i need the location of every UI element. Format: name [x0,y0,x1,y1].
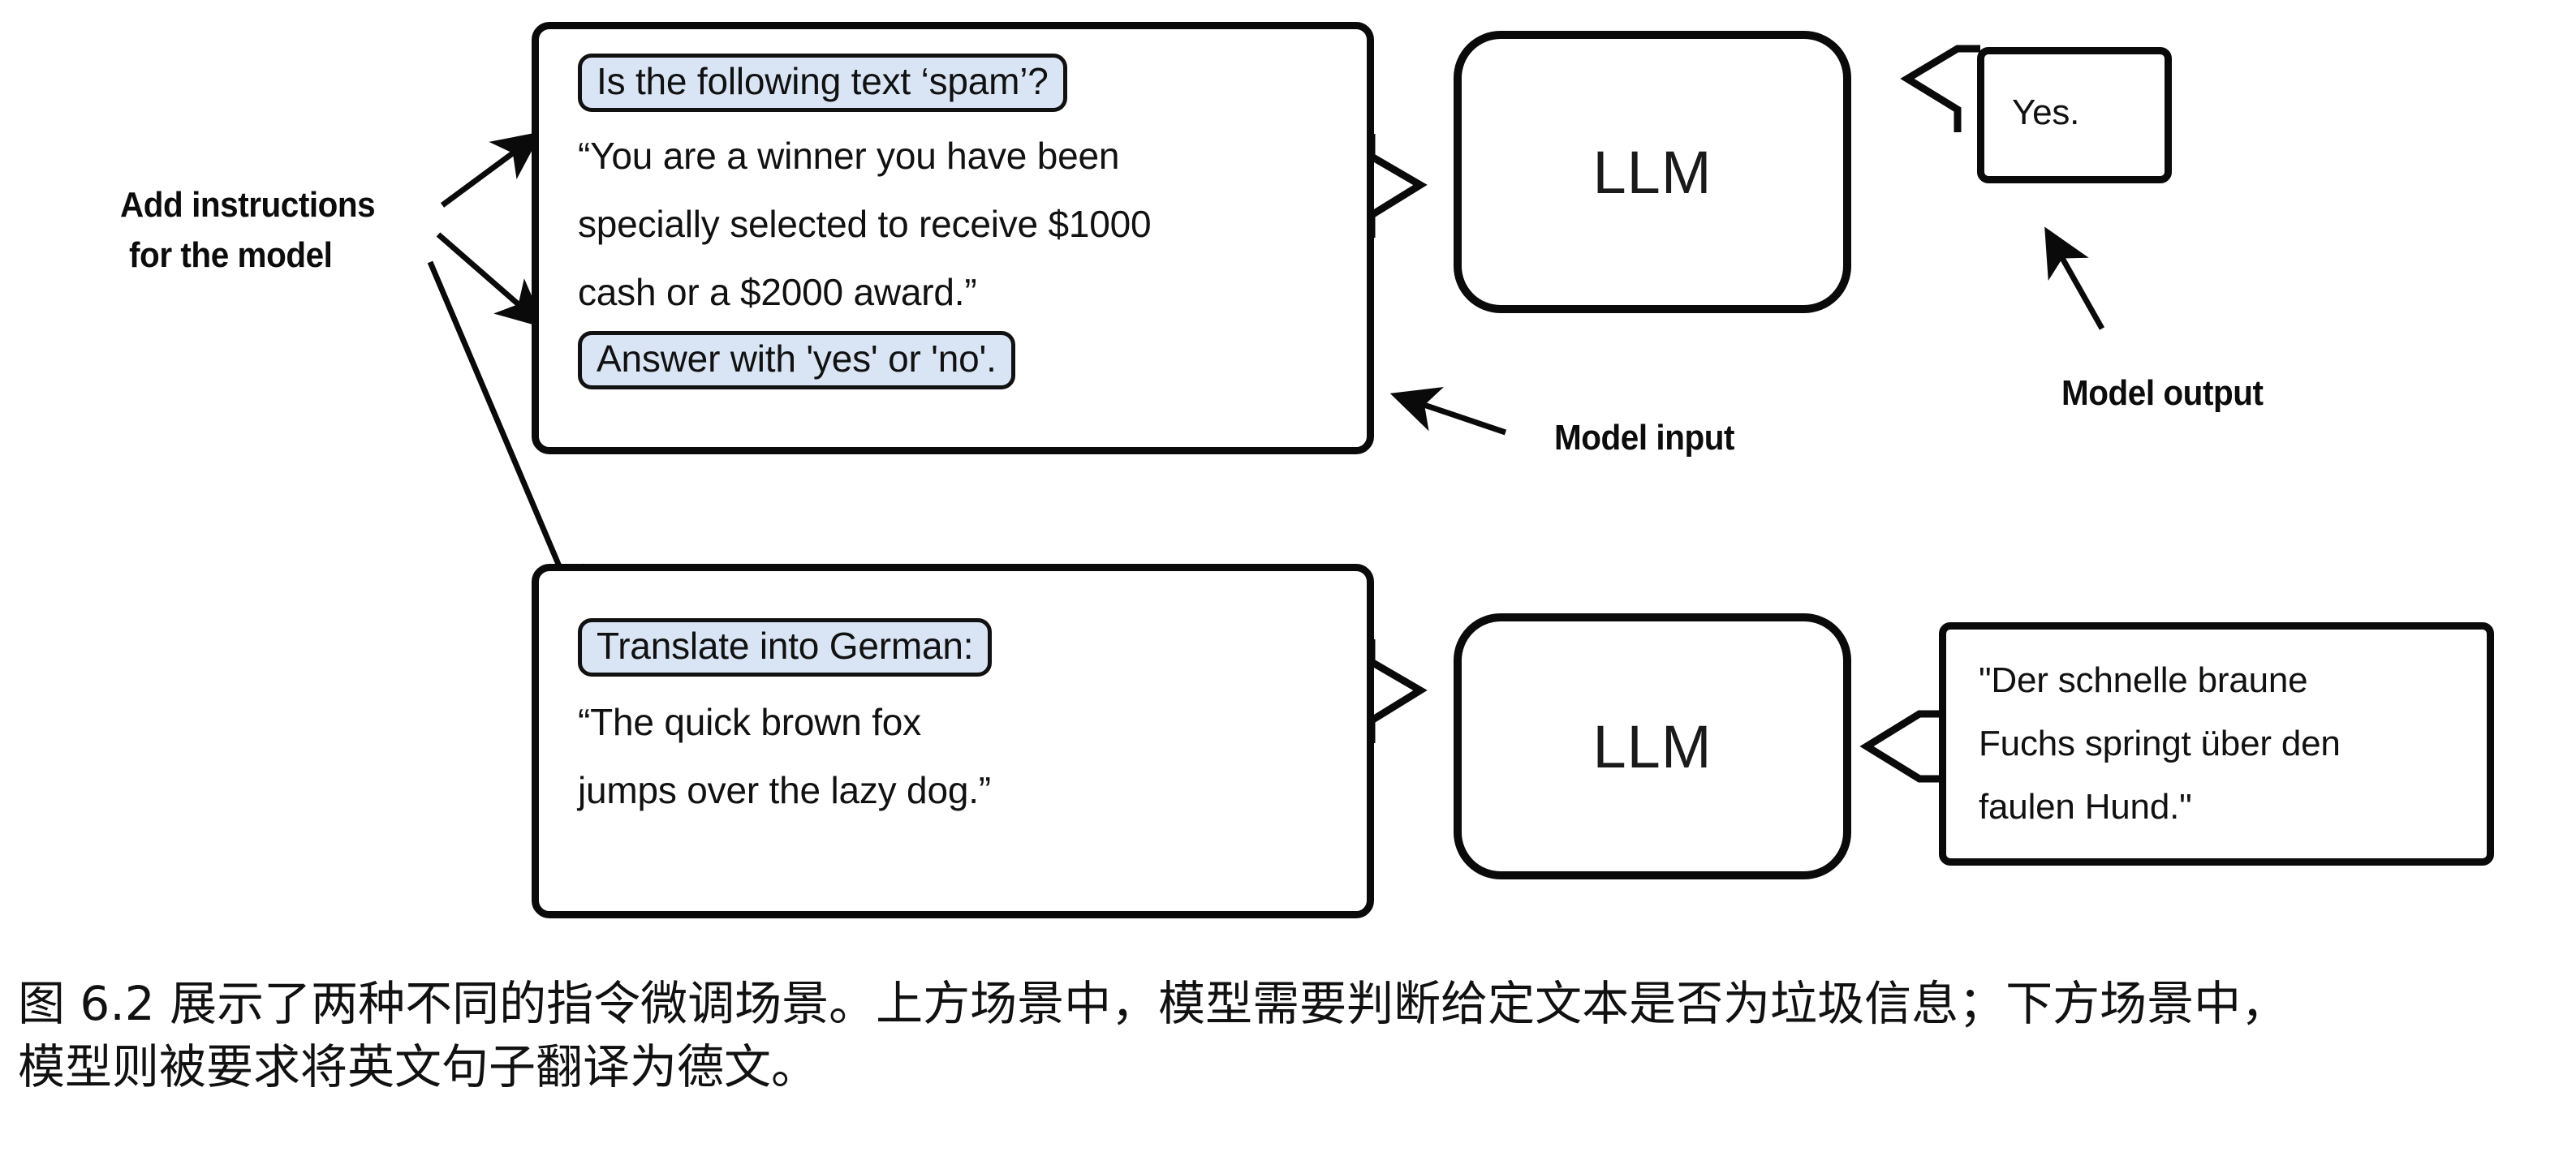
prompt-box-spam: Is the following text ‘spam’? “You are a… [532,22,1374,454]
arrow-to-answer-instruction [436,232,546,329]
output-box-german: "Der schnelle braune Fuchs springt über … [1939,622,2494,866]
output-box-yes: Yes. [1977,47,2172,183]
model-output-label: Model output [2061,373,2264,413]
output-text-line: "Der schnelle braune [1979,660,2308,700]
figure-caption: 图 6.2 展示了两种不同的指令微调场景。上方场景中，模型需要判断给定文本是否为… [18,972,2566,1098]
arrow-to-spam-instruction [440,131,542,208]
arrow-model-output [2044,226,2105,330]
add-instructions-line-1: Add instructions [120,185,376,225]
llm-box-translate: LLM [1454,613,1851,879]
prompt-body-line: jumps over the lazy dog.” [578,769,991,811]
prompt-body-line: “You are a winner you have been [578,135,1120,177]
prompt-tail-bottom [1368,639,1428,743]
output-tail-yes [1900,45,1980,132]
add-instructions-label: Add instructions for the model [120,180,376,281]
add-instructions-line-2: for the model [129,235,333,275]
arrow-model-input [1389,386,1507,436]
output-tail-german [1859,710,1942,783]
llm-label: LLM [1592,138,1712,206]
caption-line-1: 图 6.2 展示了两种不同的指令微调场景。上方场景中，模型需要判断给定文本是否为… [18,976,2289,1031]
prompt-body-line: “The quick brown fox [578,701,921,743]
prompt-tail-top [1368,134,1428,238]
llm-box-spam: LLM [1454,31,1851,313]
instruction-chip-answer-format: Answer with 'yes' or 'no'. [578,331,1015,389]
instruction-chip-spam-question: Is the following text ‘spam’? [578,54,1067,112]
prompt-box-translate: Translate into German: “The quick brown … [532,564,1374,918]
llm-label: LLM [1592,712,1712,780]
caption-line-2: 模型则被要求将英文句子翻译为德文。 [18,1039,819,1094]
prompt-body-line: specially selected to receive $1000 [578,203,1152,245]
output-text-line: faulen Hund." [1979,787,2192,827]
instruction-finetuning-diagram: Add instructions for the model Model inp… [120,22,2494,918]
instruction-chip-translate: Translate into German: [578,618,993,677]
prompt-body-line: cash or a $2000 award.” [578,271,977,313]
output-text-line: Yes. [2012,92,2080,132]
model-input-label: Model input [1554,418,1735,458]
output-text-line: Fuchs springt über den [1979,724,2341,763]
